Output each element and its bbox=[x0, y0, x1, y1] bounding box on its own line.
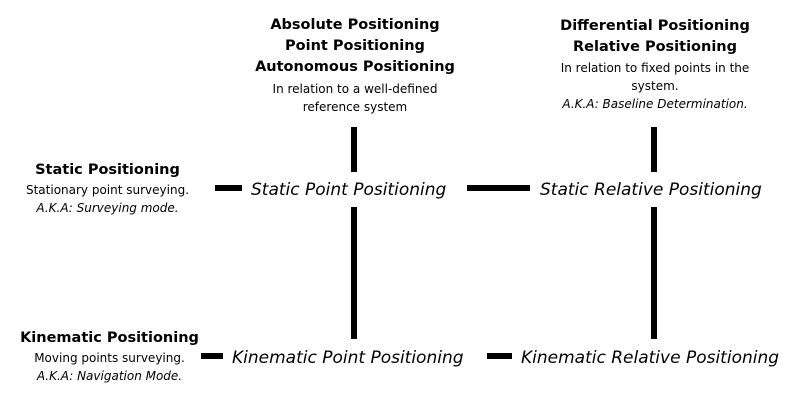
kinematic-point-positioning-cell: Kinematic Point Positioning bbox=[232, 348, 464, 368]
connector-kinematic-to-kinematic-point bbox=[201, 353, 223, 359]
static-positioning-header: Static Positioning Stationary point surv… bbox=[10, 160, 205, 217]
absolute-positioning-title: Absolute Positioning bbox=[270, 17, 440, 33]
connector-static-point-to-static-relative bbox=[467, 185, 530, 191]
absolute-positioning-header: Absolute Positioning Point Positioning A… bbox=[240, 15, 470, 116]
differential-positioning-aka: A.K.A: Baseline Determination. bbox=[562, 97, 748, 111]
kinematic-positioning-title: Kinematic Positioning bbox=[20, 330, 199, 346]
kinematic-relative-positioning-cell: Kinematic Relative Positioning bbox=[521, 348, 780, 368]
relative-positioning-title: Relative Positioning bbox=[572, 39, 738, 55]
autonomous-positioning-title: Autonomous Positioning bbox=[255, 59, 455, 75]
connector-kinematic-point-to-kinematic-relative bbox=[487, 353, 512, 359]
static-positioning-aka: A.K.A: Surveying mode. bbox=[36, 201, 179, 215]
static-positioning-description: Stationary point surveying. bbox=[25, 183, 190, 197]
static-positioning-title: Static Positioning bbox=[35, 162, 180, 178]
differential-positioning-description: In relation to fixed points in the syste… bbox=[560, 61, 750, 93]
connector-differential-to-static-relative bbox=[651, 127, 657, 172]
connector-static-point-to-kinematic-point bbox=[351, 207, 357, 339]
differential-positioning-header: Differential Positioning Relative Positi… bbox=[535, 16, 775, 113]
connector-absolute-to-static-point bbox=[351, 127, 357, 172]
kinematic-positioning-description: Moving points surveying. bbox=[34, 351, 185, 365]
differential-positioning-title: Differential Positioning bbox=[560, 18, 750, 34]
kinematic-positioning-header: Kinematic Positioning Moving points surv… bbox=[12, 328, 207, 385]
kinematic-positioning-aka: A.K.A: Navigation Mode. bbox=[36, 369, 183, 383]
connector-static-to-static-point bbox=[215, 185, 242, 191]
static-point-positioning-cell: Static Point Positioning bbox=[251, 180, 447, 200]
absolute-positioning-description: In relation to a well-defined reference … bbox=[272, 82, 438, 114]
connector-static-relative-to-kinematic-relative bbox=[651, 207, 657, 339]
point-positioning-title: Point Positioning bbox=[285, 38, 425, 54]
static-relative-positioning-cell: Static Relative Positioning bbox=[540, 180, 762, 200]
